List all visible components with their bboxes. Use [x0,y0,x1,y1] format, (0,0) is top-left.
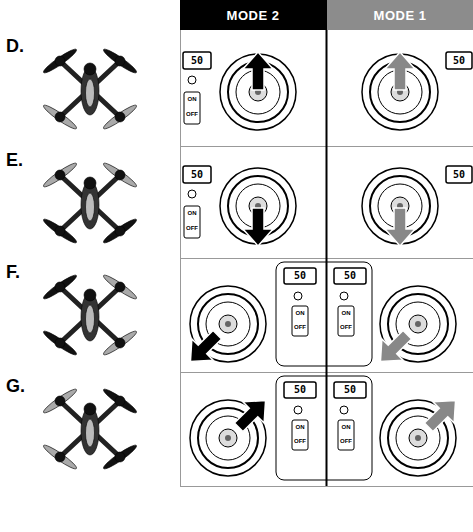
mode-divider [326,0,328,486]
drone-figures [42,47,139,472]
switch-label: OFF [292,323,308,331]
switch-label: ON [292,309,308,317]
switch-label: ON [338,309,354,317]
header-text: MODE 2 [227,8,280,23]
lcd-reading: 50 [446,167,472,183]
switch-label: OFF [338,323,354,331]
row-letter: G. [6,376,25,397]
switch-label: ON [184,95,200,103]
row-letter: E. [6,150,23,171]
lcd-reading: 50 [183,53,211,69]
switch-label: OFF [292,437,308,445]
lcd-reading: 50 [446,53,472,69]
lcd-reading: 50 [284,268,316,284]
stick-arrows [180,52,466,438]
header-text: MODE 1 [374,8,427,23]
row-letter: F. [6,262,20,283]
lcd-reading: 50 [183,167,211,183]
lcd-reading: 50 [334,382,366,398]
mode-header: MODE 1 [327,0,473,30]
switch-label: OFF [338,437,354,445]
switch-label: ON [292,423,308,431]
mode-header: MODE 2 [180,0,326,30]
row-letter: D. [6,36,24,57]
switch-label: ON [184,209,200,217]
switch-label: OFF [184,224,200,232]
switch-label: ON [338,423,354,431]
switch-label: OFF [184,110,200,118]
lcd-reading: 50 [334,268,366,284]
lcd-reading: 50 [284,382,316,398]
